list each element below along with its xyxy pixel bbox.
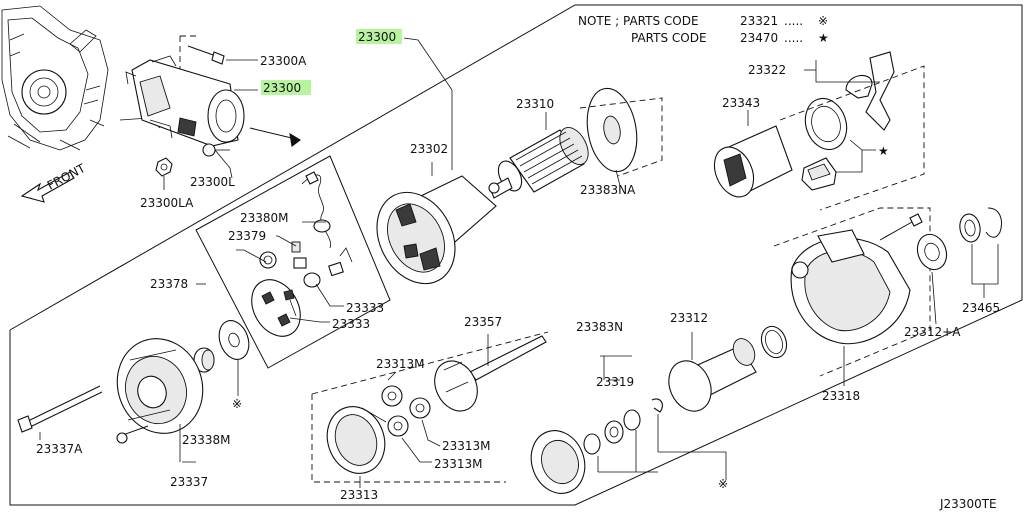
- nut-23300la: [155, 157, 173, 190]
- part-23357-pinion-shaft-group: [311, 331, 549, 483]
- label-23465: 23465: [962, 301, 1000, 315]
- label-23300l: 23300L: [190, 175, 235, 189]
- highlight-23300-top: [261, 80, 311, 95]
- through-bolt-23337a: [17, 385, 103, 440]
- label-23312: 23312: [670, 311, 708, 325]
- part-23378-brush-holder-group: [195, 155, 391, 369]
- label-23310: 23310: [516, 97, 554, 111]
- label-23333-a: 23333: [346, 301, 384, 315]
- part-23312-clutch: [668, 332, 757, 412]
- label-23319: 23319: [596, 375, 634, 389]
- label-23378: 23378: [150, 277, 188, 291]
- bolt-23300a: [187, 45, 258, 65]
- exploded-view-frame: [9, 4, 1023, 506]
- nut-23300l: [214, 149, 233, 179]
- starter-assembly-thumbnail: [125, 35, 301, 157]
- label-23313m-c: 23313M: [434, 457, 483, 471]
- label-23318: 23318: [822, 389, 860, 403]
- note-line1-dots: .....: [784, 14, 803, 28]
- label-23337: 23337: [170, 475, 208, 489]
- front-direction-indicator: FRONT: [20, 161, 88, 203]
- part-23322-springs: [804, 51, 895, 131]
- highlight-23300-main: [356, 29, 402, 44]
- part-23318-front-housing: [773, 207, 931, 386]
- note-line2-symbol: ★: [818, 31, 829, 45]
- label-23380m: 23380M: [240, 211, 289, 225]
- bolt-23318: [879, 213, 923, 241]
- front-label: FRONT: [45, 161, 88, 193]
- spring-ring: [760, 325, 788, 359]
- solenoid-small-parts: ★: [779, 65, 925, 211]
- label-23379: 23379: [228, 229, 266, 243]
- part-23302-yoke: [376, 162, 497, 285]
- engine-block: [1, 5, 161, 151]
- label-23312a: 23312+A: [904, 325, 961, 339]
- label-23383n: 23383N: [576, 320, 623, 334]
- part-23465-ring-set: [959, 207, 1002, 298]
- label-23313: 23313: [340, 488, 378, 502]
- label-23300la: 23300LA: [140, 196, 194, 210]
- label-23383na: 23383NA: [580, 183, 636, 197]
- diagram-code: J23300TE: [939, 497, 997, 511]
- note-line2-code: 23470: [740, 31, 778, 45]
- part-labels: 23300 23300 23300A 23300L 23300LA 23302 …: [36, 30, 1000, 502]
- label-23302: 23302: [410, 142, 448, 156]
- label-23322: 23322: [748, 63, 786, 77]
- star-mark-solenoid: ★: [878, 144, 889, 158]
- label-23337a: 23337A: [36, 442, 83, 456]
- part-23383n-washer-group: ※: [530, 355, 728, 494]
- part-23313-internal-gear: [326, 406, 387, 488]
- label-23300-main: 23300: [358, 30, 396, 44]
- label-23313m-a: 23313M: [376, 357, 425, 371]
- kome-mark-clutch: ※: [718, 477, 728, 491]
- note-line2-dots: .....: [784, 31, 803, 45]
- label-23357: 23357: [464, 315, 502, 329]
- note-line1-symbol: ※: [818, 14, 828, 28]
- screw-23338m: [116, 425, 149, 444]
- label-23343: 23343: [722, 96, 760, 110]
- note-line1-code: 23321: [740, 14, 778, 28]
- part-23343-solenoid: [713, 110, 793, 198]
- note-line1-prefix: NOTE ; PARTS CODE: [578, 14, 699, 28]
- kome-mark-rear: ※: [232, 397, 242, 411]
- note-block: NOTE ; PARTS CODE 23321 ..... ※ PARTS CO…: [578, 14, 829, 45]
- label-23313m-b: 23313M: [442, 439, 491, 453]
- part-23313m-planet-gears: [381, 371, 441, 463]
- rear-washer-bushing: ※: [193, 320, 250, 411]
- label-23338m: 23338M: [182, 433, 231, 447]
- part-23310-armature: [488, 112, 589, 199]
- part-23383na-washer: [579, 87, 663, 187]
- label-23333-b: 23333: [332, 317, 370, 331]
- label-23300a: 23300A: [260, 54, 307, 68]
- part-23312a-pinion: [916, 233, 948, 325]
- label-23300-top: 23300: [263, 81, 301, 95]
- part-23337-rear-cover: [116, 338, 204, 463]
- note-line2-prefix: PARTS CODE: [631, 31, 707, 45]
